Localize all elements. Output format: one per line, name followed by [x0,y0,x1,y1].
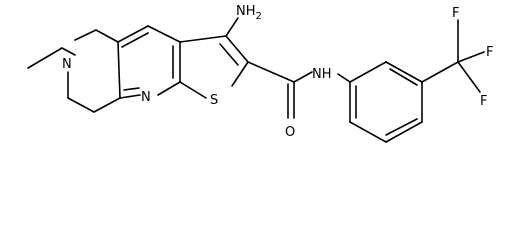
amide-nh-label: NH [312,67,332,82]
atom-labels: N N S NH2 NH O F F F [62,4,493,140]
sulfur-label: S [210,93,218,108]
pyridine-nitrogen-label: N [141,90,151,105]
molecule-structure: N N S NH2 NH O F F F [27,4,493,143]
amino-group-label: NH2 [236,4,262,22]
fluorine-label-top: F [452,6,459,21]
bond-skeleton [27,17,485,143]
carbonyl-oxygen-label: O [285,125,295,140]
fluorine-label-right: F [486,45,493,60]
ring-nitrogen-label: N [62,57,72,72]
fluorine-label-bottom: F [480,94,487,109]
